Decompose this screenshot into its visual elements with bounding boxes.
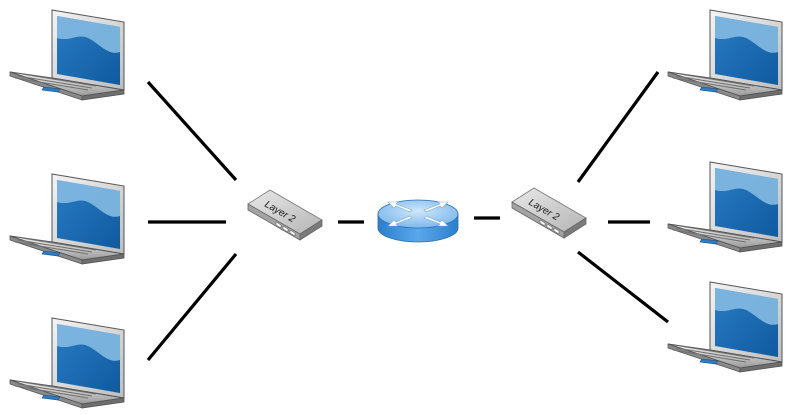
laptop-right-middle-icon — [667, 161, 783, 253]
connections — [146, 71, 669, 362]
router-icon — [377, 199, 459, 243]
laptop-right-top-icon — [667, 9, 783, 101]
laptop-left-top-icon — [9, 9, 125, 101]
switch-left-icon: Layer 2 — [247, 189, 323, 241]
link-left-top — [146, 80, 238, 182]
link-left-bottom — [146, 252, 238, 362]
link-right-top — [576, 71, 660, 183]
link-right-bottom — [577, 250, 669, 324]
laptop-left-middle-icon — [9, 173, 125, 265]
laptop-left-bottom-icon — [9, 317, 125, 409]
switch-right-icon: Layer 2 — [511, 187, 587, 239]
laptop-right-bottom-icon — [667, 281, 783, 373]
